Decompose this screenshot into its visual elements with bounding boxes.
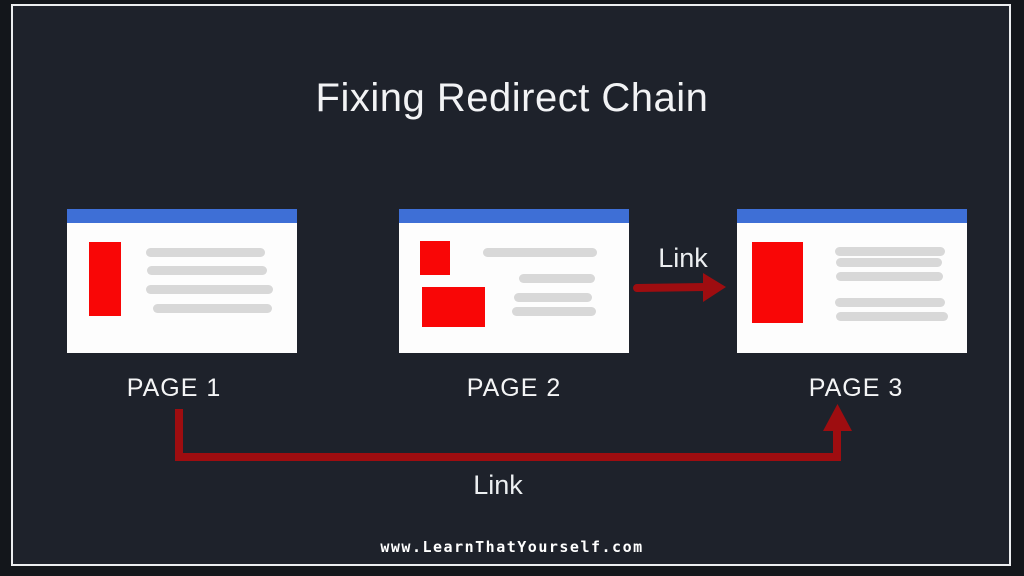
page-label-2: PAGE 2 (466, 374, 562, 402)
arrow-page1-to-page3 (175, 404, 852, 461)
image-placeholder (89, 242, 121, 316)
arrow-page2-to-page3 (633, 273, 726, 302)
page-label-1: PAGE 1 (126, 374, 222, 402)
text-skeleton-line (835, 247, 945, 256)
watermark-url: www.LearnThatYourself.com (380, 538, 644, 556)
text-skeleton-line (514, 293, 592, 302)
browser-titlebar (399, 209, 629, 223)
text-skeleton-line (836, 312, 948, 321)
text-skeleton-line (512, 307, 596, 316)
text-skeleton-line (146, 248, 265, 257)
text-skeleton-line (836, 258, 942, 267)
image-placeholder (422, 287, 485, 327)
browser-titlebar (67, 209, 297, 223)
text-skeleton-line (153, 304, 272, 313)
text-skeleton-line (836, 272, 943, 281)
browser-window-page2 (399, 209, 629, 353)
image-placeholder (752, 242, 803, 323)
page-label-3: PAGE 3 (808, 374, 904, 402)
text-skeleton-line (483, 248, 597, 257)
image-placeholder (420, 241, 450, 275)
slide-title: Fixing Redirect Chain (315, 76, 709, 120)
text-skeleton-line (147, 266, 267, 275)
text-skeleton-line (519, 274, 595, 283)
link-label-top: Link (658, 243, 708, 273)
browser-window-page1 (67, 209, 297, 353)
browser-titlebar (737, 209, 967, 223)
text-skeleton-line (835, 298, 945, 307)
browser-window-page3 (737, 209, 967, 353)
text-skeleton-line (146, 285, 273, 294)
link-label-bottom: Link (473, 470, 523, 500)
